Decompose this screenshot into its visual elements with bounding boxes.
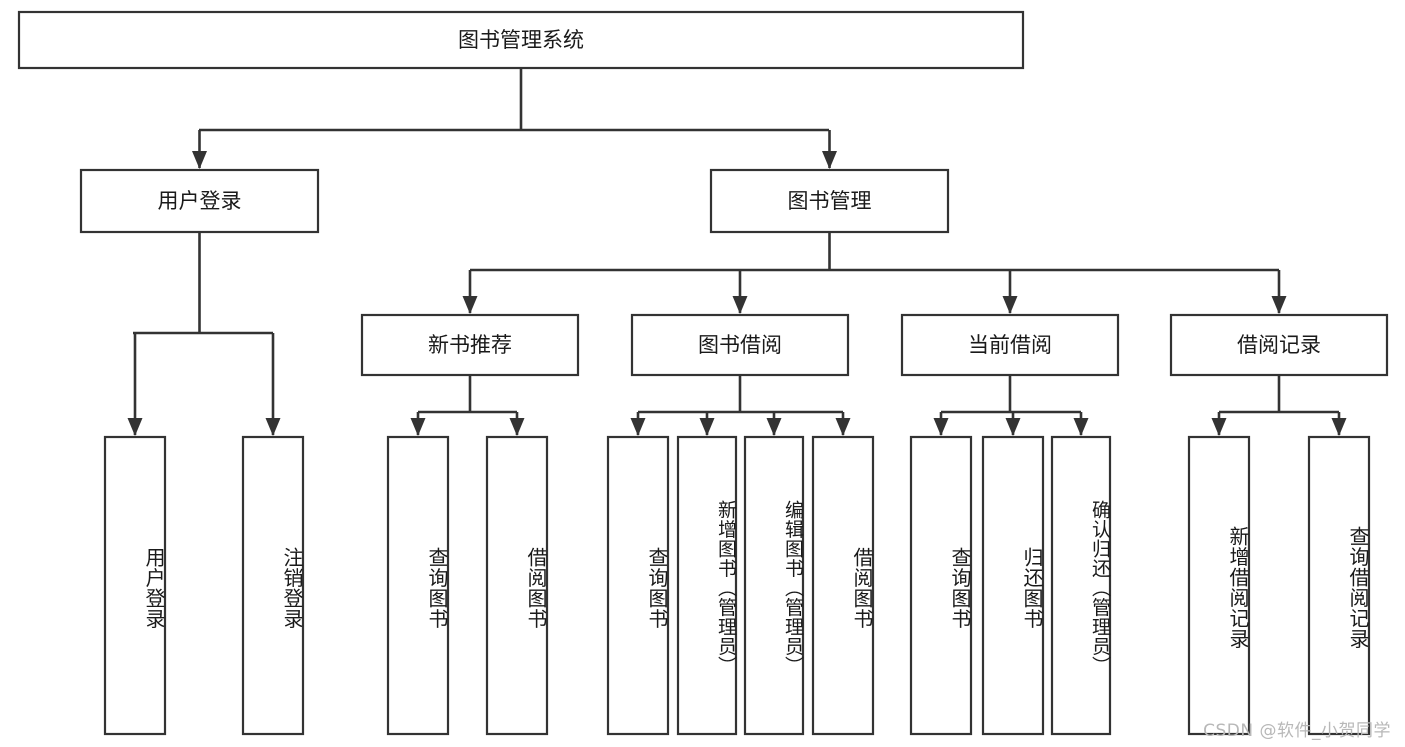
node-new-book-rec[interactable]: 新书推荐 <box>360 313 580 377</box>
node-leaf-query-book-current[interactable]: 查询图书 <box>909 435 973 736</box>
node-user-login-label: 用户登录 <box>158 189 242 213</box>
node-leaf-user-logout-label-wrap: 注销登录 <box>280 546 304 629</box>
node-leaf-query-book-borrow-label: 查询图书 <box>645 546 669 629</box>
node-new-book-rec-label: 新书推荐 <box>428 333 512 357</box>
node-leaf-user-login-rect <box>103 435 167 736</box>
node-current-borrow-label: 当前借阅 <box>968 333 1052 357</box>
arrow-head-icon-leaf-query-book-borrow <box>630 418 646 436</box>
node-book-borrow[interactable]: 图书借阅 <box>630 313 850 377</box>
node-leaf-edit-book-label-wrap: 编辑图书（管理员） <box>782 499 804 676</box>
arrow-head-icon-leaf-user-logout <box>265 418 281 436</box>
node-leaf-return-book[interactable]: 归还图书 <box>981 435 1045 736</box>
arrow-head-icon-leaf-query-record <box>1331 418 1347 436</box>
node-leaf-query-book-rec-rect <box>386 435 450 736</box>
node-leaf-borrow-book-rec-rect <box>485 435 549 736</box>
node-leaf-user-login-label-wrap: 用户登录 <box>142 546 166 629</box>
node-leaf-query-book-borrow-label-wrap: 查询图书 <box>645 546 669 629</box>
node-leaf-add-record-label: 新增借阅记录 <box>1226 526 1250 649</box>
arrow-head-icon-leaf-borrow-book <box>835 418 851 436</box>
node-leaf-add-record-rect <box>1187 435 1251 736</box>
node-leaf-user-logout-rect <box>241 435 305 736</box>
connectors-layer <box>127 68 1347 436</box>
arrow-head-icon-new-book-rec <box>462 296 478 314</box>
arrow-head-icon-leaf-add-book <box>699 418 715 436</box>
node-leaf-query-book-borrow[interactable]: 查询图书 <box>606 435 670 736</box>
node-leaf-edit-book-rect <box>743 435 805 736</box>
node-leaf-edit-book-label: 编辑图书（管理员） <box>782 499 804 676</box>
node-root[interactable]: 图书管理系统 <box>17 10 1025 70</box>
node-leaf-query-book-borrow-rect <box>606 435 670 736</box>
arrow-head-icon-user-login <box>192 151 207 169</box>
arrow-head-icon-borrow-record <box>1271 296 1287 314</box>
node-leaf-add-record[interactable]: 新增借阅记录 <box>1187 435 1251 736</box>
node-leaf-return-book-rect <box>981 435 1045 736</box>
arrow-head-icon-current-borrow <box>1002 296 1018 314</box>
node-current-borrow[interactable]: 当前借阅 <box>900 313 1120 377</box>
node-leaf-query-record[interactable]: 查询借阅记录 <box>1307 435 1371 736</box>
node-book-borrow-rect <box>630 313 850 377</box>
node-leaf-user-login[interactable]: 用户登录 <box>103 435 167 736</box>
node-root-rect <box>17 10 1025 70</box>
arrow-head-icon-leaf-add-record <box>1211 418 1227 436</box>
arrow-head-icon-leaf-edit-book <box>766 418 782 436</box>
node-leaf-query-book-current-label: 查询图书 <box>948 546 972 629</box>
node-leaf-confirm-return-label: 确认归还（管理员） <box>1089 499 1111 676</box>
node-leaf-query-book-current-rect <box>909 435 973 736</box>
node-leaf-add-book[interactable]: 新增图书（管理员） <box>676 435 738 736</box>
node-book-manage-label: 图书管理 <box>788 189 872 213</box>
node-leaf-query-book-rec-label-wrap: 查询图书 <box>425 546 449 629</box>
node-leaf-query-book-rec-label: 查询图书 <box>425 546 449 629</box>
node-borrow-record-rect <box>1169 313 1389 377</box>
node-leaf-return-book-label-wrap: 归还图书 <box>1020 546 1044 629</box>
node-leaf-edit-book[interactable]: 编辑图书（管理员） <box>743 435 805 736</box>
node-leaf-query-book-current-label-wrap: 查询图书 <box>948 546 972 629</box>
node-leaf-user-logout[interactable]: 注销登录 <box>241 435 305 736</box>
node-leaf-borrow-book-rect <box>811 435 875 736</box>
node-leaf-borrow-book-rec-label: 借阅图书 <box>524 546 548 629</box>
node-leaf-user-logout-label: 注销登录 <box>280 546 304 629</box>
boxes-layer: 图书管理系统用户登录图书管理新书推荐图书借阅当前借阅借阅记录用户登录注销登录查询… <box>17 10 1389 736</box>
arrow-head-icon-leaf-borrow-book-rec <box>509 418 525 436</box>
node-current-borrow-rect <box>900 313 1120 377</box>
node-leaf-confirm-return[interactable]: 确认归还（管理员） <box>1050 435 1112 736</box>
node-leaf-user-login-label: 用户登录 <box>142 546 166 629</box>
node-leaf-query-record-rect <box>1307 435 1371 736</box>
node-leaf-add-book-label-wrap: 新增图书（管理员） <box>715 499 737 676</box>
node-leaf-confirm-return-rect <box>1050 435 1112 736</box>
node-user-login-rect <box>79 168 320 234</box>
node-borrow-record-label: 借阅记录 <box>1237 333 1321 357</box>
node-leaf-borrow-book[interactable]: 借阅图书 <box>811 435 875 736</box>
node-book-manage-rect <box>709 168 950 234</box>
arrow-head-icon-book-borrow <box>732 296 748 314</box>
node-borrow-record[interactable]: 借阅记录 <box>1169 313 1389 377</box>
arrow-head-icon-leaf-confirm-return <box>1073 418 1089 436</box>
node-leaf-confirm-return-label-wrap: 确认归还（管理员） <box>1089 499 1111 676</box>
arrow-head-icon-leaf-return-book <box>1005 418 1021 436</box>
node-leaf-return-book-label: 归还图书 <box>1020 546 1044 629</box>
node-root-label: 图书管理系统 <box>458 28 584 52</box>
node-leaf-query-record-label: 查询借阅记录 <box>1346 526 1370 649</box>
node-leaf-add-book-label: 新增图书（管理员） <box>715 499 737 676</box>
node-leaf-add-book-rect <box>676 435 738 736</box>
node-leaf-borrow-book-rec-label-wrap: 借阅图书 <box>524 546 548 629</box>
arrow-head-icon-book-manage <box>822 151 837 169</box>
node-leaf-borrow-book-rec[interactable]: 借阅图书 <box>485 435 549 736</box>
node-book-borrow-label: 图书借阅 <box>698 333 782 357</box>
node-leaf-borrow-book-label: 借阅图书 <box>850 546 874 629</box>
arrow-head-icon-leaf-user-login <box>127 418 143 436</box>
node-leaf-add-record-label-wrap: 新增借阅记录 <box>1226 526 1250 649</box>
node-leaf-query-record-label-wrap: 查询借阅记录 <box>1346 526 1370 649</box>
node-new-book-rec-rect <box>360 313 580 377</box>
node-leaf-borrow-book-label-wrap: 借阅图书 <box>850 546 874 629</box>
node-leaf-query-book-rec[interactable]: 查询图书 <box>386 435 450 736</box>
node-book-manage[interactable]: 图书管理 <box>709 168 950 234</box>
arrow-head-icon-leaf-query-book-current <box>933 418 949 436</box>
node-user-login[interactable]: 用户登录 <box>79 168 320 234</box>
arrow-head-icon-leaf-query-book-rec <box>410 418 426 436</box>
